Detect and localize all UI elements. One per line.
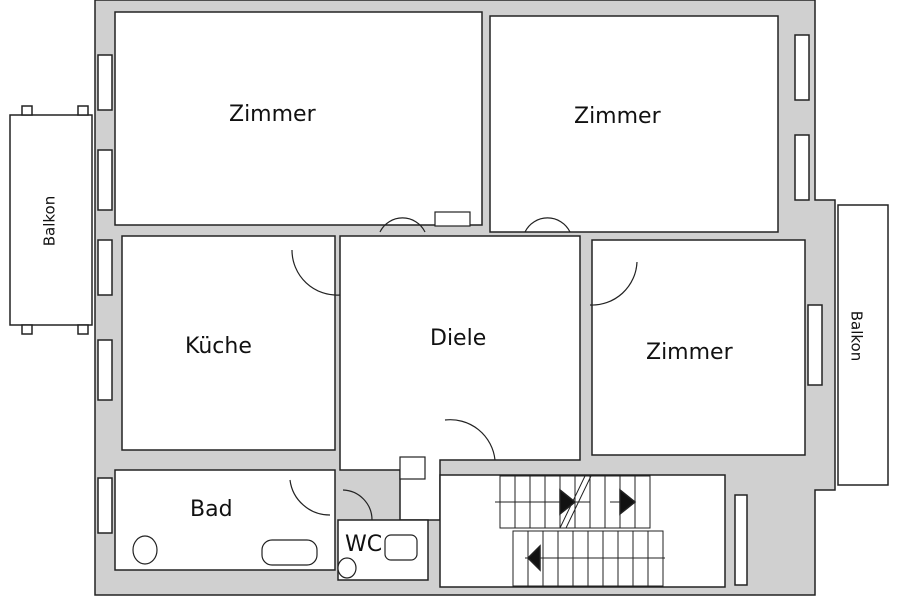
room-label-zimmer-top-left: Zimmer [229,102,316,127]
room-label-zimmer-top-right: Zimmer [574,104,661,129]
room-kueche [121,235,336,451]
room-label-diele: Diele [430,326,487,351]
room-label-wc: WC [345,532,383,557]
room-zimmer-top-right [489,15,779,233]
room-zimmer-right [591,239,806,456]
room-label-kueche: Küche [185,334,252,359]
balcony-label-left: Balkon [40,195,59,247]
balcony-left [9,114,93,326]
room-zimmer-top-left [114,11,483,226]
room-label-bad: Bad [190,497,233,522]
room-label-zimmer-right: Zimmer [646,340,733,365]
balcony-label-right: Balkon [847,310,866,362]
balcony-right [837,204,889,486]
